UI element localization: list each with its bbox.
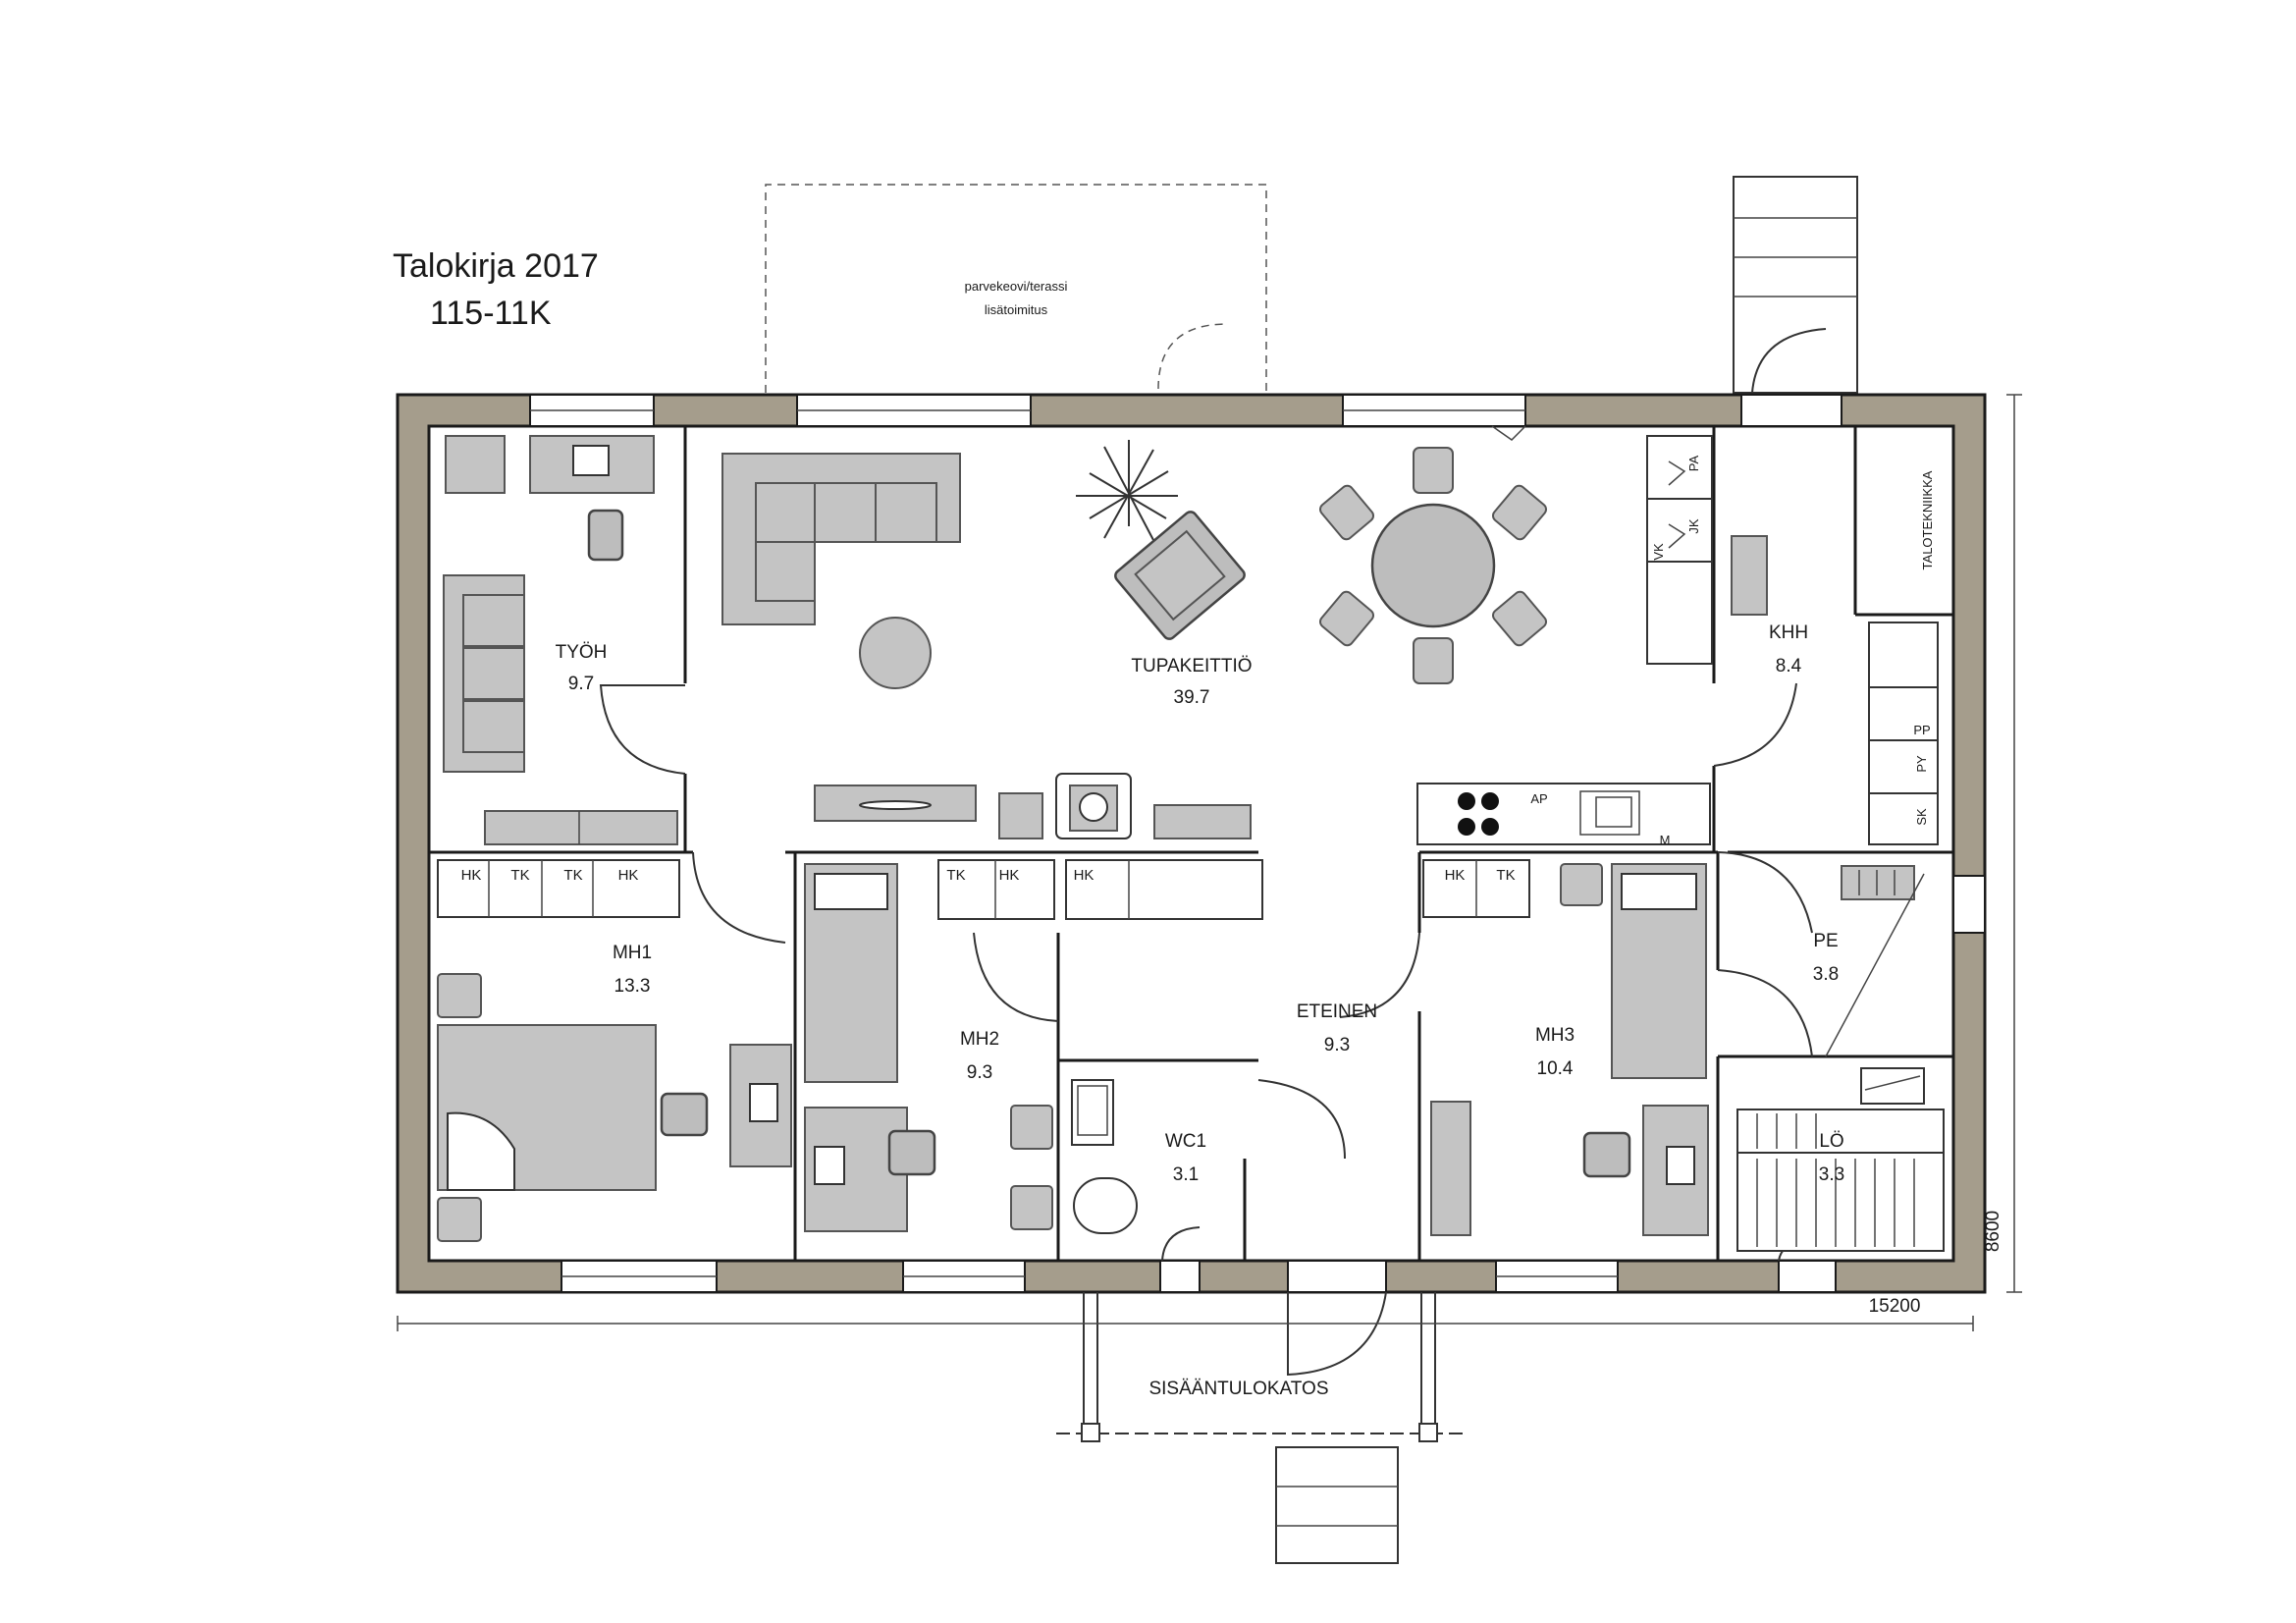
room-mh1-area: 13.3 xyxy=(614,976,651,997)
room-wc1-area: 3.1 xyxy=(1173,1164,1199,1185)
room-tupakeittio-name: TUPAKEITTIÖ xyxy=(1131,656,1252,676)
room-mh2-name: MH2 xyxy=(960,1029,999,1050)
room-lo-area: 3.3 xyxy=(1819,1164,1844,1185)
cabinet-mh1-1: HK xyxy=(461,867,482,884)
dimension-depth: 8600 xyxy=(1983,1211,2003,1252)
cabinet-mh2-2: HK xyxy=(999,867,1020,884)
room-tyoh-name: TYÖH xyxy=(556,642,608,663)
room-labels: TYÖH 9.7 TUPAKEITTIÖ 39.7 KHH 8.4 MH1 13… xyxy=(556,622,1845,1185)
cabinet-mh1-4: HK xyxy=(618,867,639,884)
cabinet-vk: VK xyxy=(1651,543,1666,561)
terrace-outline: parvekeovi/terassi lisätoimitus xyxy=(765,184,1267,393)
cabinet-mh3-1: HK xyxy=(1445,867,1466,884)
plant-icon xyxy=(1076,440,1178,541)
cabinet-jk: JK xyxy=(1686,518,1701,534)
cabinet-mh2-1: TK xyxy=(946,867,965,884)
living-furniture xyxy=(721,440,1548,839)
cabinet-pa: PA xyxy=(1686,455,1701,471)
room-wc1-name: WC1 xyxy=(1165,1131,1206,1152)
windows-top xyxy=(529,394,1842,427)
hall-cabinets: HK xyxy=(1065,859,1263,920)
room-eteinen-area: 9.3 xyxy=(1324,1035,1350,1055)
entrance-canopy-label: SISÄÄNTULOKATOS xyxy=(1148,1379,1328,1399)
mh3-furniture: HK TK xyxy=(1422,859,1709,1236)
cabinet-m: M xyxy=(1660,833,1671,847)
room-khh-area: 8.4 xyxy=(1776,656,1802,676)
wc-fixtures xyxy=(1071,1079,1138,1234)
plan-code: 115-11K xyxy=(430,295,552,332)
windows-bottom xyxy=(561,1260,1837,1293)
front-stairs xyxy=(1275,1446,1399,1564)
cabinet-py: PY xyxy=(1914,755,1929,773)
cabinet-hall: HK xyxy=(1074,867,1095,884)
mh2-furniture: TK HK xyxy=(804,859,1055,1232)
cabinet-ap: AP xyxy=(1530,791,1547,806)
dimension-width: 15200 xyxy=(1869,1296,1921,1317)
room-tyoh-area: 9.7 xyxy=(568,674,594,694)
technical-room-label: TALOTEKNIIKKA xyxy=(1920,470,1935,569)
interior-walls xyxy=(429,426,1953,1261)
room-mh2-area: 9.3 xyxy=(967,1062,992,1083)
cabinet-mh1-2: TK xyxy=(510,867,529,884)
back-stairs xyxy=(1733,176,1858,394)
room-eteinen-name: ETEINEN xyxy=(1297,1001,1377,1022)
terrace-note: lisätoimitus xyxy=(985,302,1048,317)
room-pe-area: 3.8 xyxy=(1813,964,1839,985)
khh-furniture: PP PY SK TALOTEKNIIKKA xyxy=(1731,470,1939,845)
room-mh3-name: MH3 xyxy=(1535,1025,1575,1046)
tyoh-furniture xyxy=(443,435,678,845)
room-tupakeittio-area: 39.7 xyxy=(1174,687,1210,708)
mh1-furniture: HK TK TK HK xyxy=(437,859,792,1242)
window-right xyxy=(1952,875,1986,934)
room-mh1-name: MH1 xyxy=(613,943,652,963)
dimension-lines: 15200 8600 xyxy=(397,394,2022,1331)
kitchen-counter: AP M xyxy=(1416,783,1711,847)
cabinet-sk: SK xyxy=(1914,808,1929,826)
cabinet-pp: PP xyxy=(1913,723,1930,737)
room-mh3-area: 10.4 xyxy=(1537,1058,1574,1079)
terrace-label: parvekeovi/terassi xyxy=(965,279,1068,294)
room-khh-name: KHH xyxy=(1769,622,1808,643)
cabinet-mh3-2: TK xyxy=(1496,867,1515,884)
entrance-canopy: SISÄÄNTULOKATOS xyxy=(1056,1292,1463,1442)
room-pe-name: PE xyxy=(1813,931,1838,951)
room-lo-name: LÖ xyxy=(1819,1131,1843,1152)
sauna-fixtures xyxy=(1736,865,1945,1252)
plan-title: Talokirja 2017 xyxy=(393,247,599,285)
kitchen-tall-units: PA JK VK xyxy=(1646,435,1713,665)
cabinet-mh1-3: TK xyxy=(563,867,582,884)
